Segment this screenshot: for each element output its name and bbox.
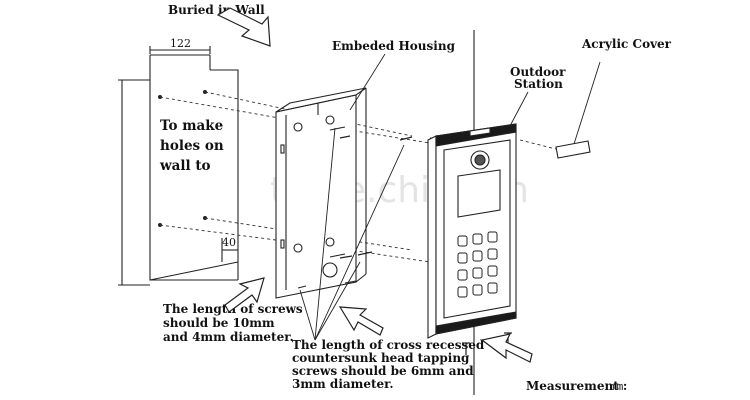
svg-text:wall to: wall to bbox=[159, 158, 211, 174]
svg-text:3mm diameter.: 3mm diameter. bbox=[292, 377, 394, 391]
keypad-key bbox=[457, 235, 468, 247]
keypad-key bbox=[487, 265, 498, 277]
acrylic-cover bbox=[555, 61, 601, 159]
wall-note: To make holes on wall to bbox=[159, 118, 224, 174]
wall-holes bbox=[158, 90, 207, 227]
arrow-icons bbox=[216, 7, 533, 363]
depth-dimension: 40 bbox=[222, 236, 236, 249]
keypad-key bbox=[487, 248, 498, 260]
svg-text:screws should be 6mm and: screws should be 6mm and bbox=[292, 364, 474, 378]
screws bbox=[339, 135, 413, 259]
keypad-key bbox=[457, 286, 468, 298]
label-embeded-housing: Embeded Housing bbox=[332, 39, 456, 53]
keypad-key bbox=[472, 250, 483, 262]
keypad-key bbox=[487, 231, 498, 243]
keypad-key bbox=[472, 267, 483, 279]
keypad-key bbox=[487, 282, 498, 294]
width-dimension: 122 bbox=[170, 37, 191, 50]
measurement-unit: mm bbox=[610, 380, 624, 393]
label-buried-in-wall: Buried in Wall bbox=[168, 3, 265, 17]
label-outdoor-station-2: Station bbox=[514, 77, 563, 91]
svg-text:countersunk head tapping: countersunk head tapping bbox=[292, 351, 470, 365]
pointer-lines bbox=[299, 127, 405, 341]
keypad-key bbox=[472, 233, 483, 245]
label-acrylic-cover: Acrylic Cover bbox=[581, 37, 672, 51]
label-outdoor-station-1: Outdoor bbox=[510, 65, 566, 79]
arrow-icon bbox=[338, 306, 384, 336]
outdoor-station bbox=[427, 123, 517, 339]
screws-note-1: The length of screws should be 10mm and … bbox=[163, 302, 303, 344]
keypad bbox=[457, 231, 498, 298]
svg-text:should be 10mm: should be 10mm bbox=[163, 316, 275, 330]
measurement-label: Measurement : bbox=[526, 379, 627, 393]
keypad-key bbox=[457, 269, 468, 281]
svg-text:and 4mm diameter.: and 4mm diameter. bbox=[163, 330, 294, 344]
embeded-housing bbox=[275, 87, 367, 299]
arrow-icon bbox=[480, 333, 533, 363]
keypad-key bbox=[472, 284, 483, 296]
svg-text:The length of cross recessed: The length of cross recessed bbox=[292, 338, 485, 352]
svg-text:holes on: holes on bbox=[160, 138, 224, 154]
svg-text:To make: To make bbox=[160, 118, 223, 134]
screws-note-2: The length of cross recessed countersunk… bbox=[292, 338, 485, 391]
arrow-icon bbox=[216, 7, 271, 47]
keypad-key bbox=[457, 252, 468, 264]
arrow-icon bbox=[224, 277, 265, 313]
wall-recess bbox=[118, 46, 239, 286]
